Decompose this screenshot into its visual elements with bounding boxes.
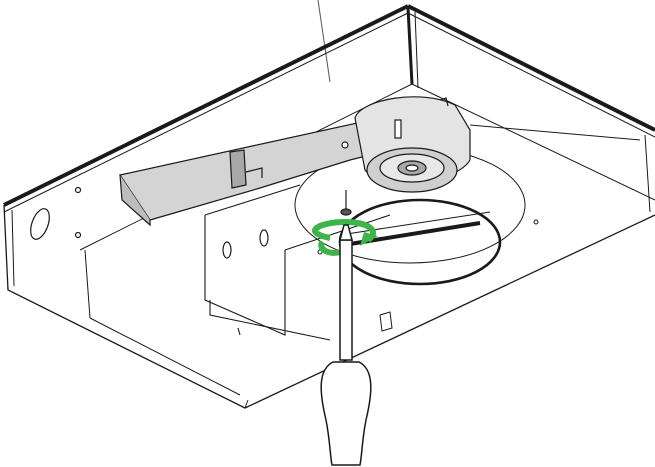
housing-top-right-edge — [407, 4, 655, 132]
housing-left-face — [3, 204, 655, 409]
screw-icon — [340, 190, 352, 216]
knockout-box-2 — [259, 229, 269, 247]
leader-line — [317, 0, 331, 83]
junction-box — [204, 184, 391, 341]
housing — [3, 4, 655, 409]
motor-bracket — [119, 117, 383, 227]
bracket-arm — [119, 117, 383, 221]
screwdriver-icon — [320, 224, 372, 466]
bracket-clip — [229, 149, 247, 189]
knockout-left — [30, 208, 50, 240]
screwdriver-shaft — [339, 239, 353, 361]
motor — [354, 96, 471, 193]
rotate-arrow-icon — [312, 218, 378, 256]
screwdriver-handle — [320, 361, 372, 466]
knockout-box-1 — [222, 241, 232, 259]
housing-top-left-edge — [3, 4, 409, 207]
knockout-holes — [30, 186, 269, 259]
housing-right-details — [379, 124, 641, 332]
